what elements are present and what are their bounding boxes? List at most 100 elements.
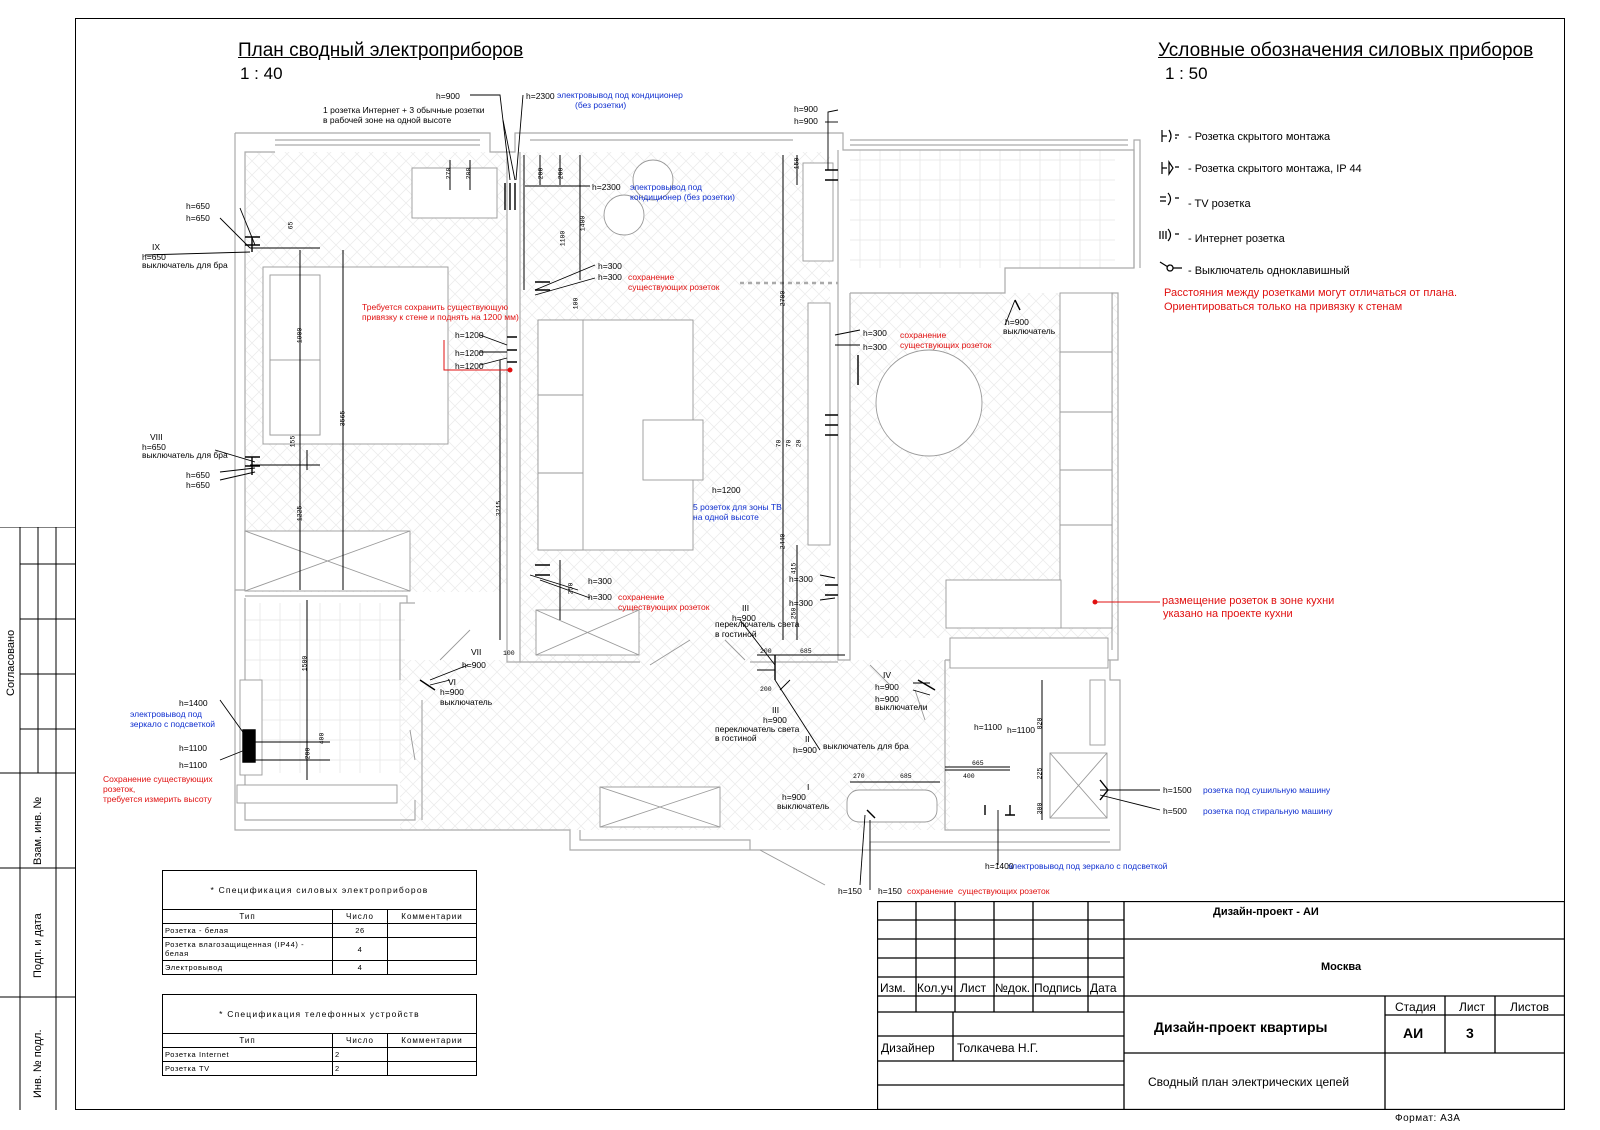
- spec-power-count: 4: [332, 937, 388, 961]
- annotation-h650-d: h=650: [186, 480, 210, 490]
- legend-item-3: - Интернет розетка: [1188, 233, 1285, 245]
- annotation-h1100-b: h=1100: [179, 760, 207, 770]
- annotation-ix-h650: h=650: [142, 252, 166, 262]
- dim-label: 200: [304, 747, 312, 760]
- table-row: Розетка влагозащищенная (IP44) - белая 4: [162, 937, 477, 961]
- legend-item-1: - Розетка скрытого монтажа, IP 44: [1188, 163, 1362, 175]
- spec-power-count: 4: [332, 960, 388, 975]
- dim-label: 400: [963, 773, 975, 780]
- document-title: Дизайн-проект квартиры: [1154, 1019, 1328, 1035]
- ac-unit: [603, 194, 645, 236]
- annotation-washer: розетка под стиральную машину: [1203, 806, 1333, 816]
- bathtub: [846, 789, 938, 823]
- spec-phone-count: 2: [332, 1047, 388, 1062]
- spec-phone-header-type: Тип: [162, 1033, 333, 1048]
- legend-title: Условные обозначения силовых приборов: [1158, 40, 1534, 61]
- dim-label: 150: [793, 157, 801, 170]
- annotation-ii: II: [805, 734, 810, 744]
- dim-label: 820: [1036, 717, 1044, 730]
- dim-label: 1400: [579, 215, 587, 232]
- annotation-h1200-a: h=1200: [455, 330, 484, 340]
- legend-icons: [1159, 129, 1182, 272]
- doors: [409, 629, 926, 886]
- annotation-light-3: переключатель света: [715, 724, 800, 734]
- annotation-h1500: h=1500: [1163, 785, 1192, 795]
- annotation-iii-b: III: [772, 705, 780, 715]
- legend-item-2: - TV розетка: [1188, 198, 1251, 210]
- dim-label: 20: [795, 439, 803, 448]
- side-strip: Согласовано Взам. инв. № Подп. и дата Ин…: [0, 527, 75, 1110]
- kitchen-counter: [1059, 292, 1113, 629]
- furniture: [236, 159, 1113, 828]
- annotation-h900-k: h=900: [462, 660, 486, 670]
- designer-name: Толкачева Н.Г.: [957, 1041, 1039, 1055]
- tv-stand: [807, 302, 831, 546]
- annotation-h900-j: h=900: [875, 694, 899, 704]
- stamp-col-sign: Подпись: [1034, 981, 1082, 995]
- annotation-require-1: Требуется сохранить существующую: [362, 302, 509, 312]
- table-row: Розетка - белая 26: [162, 923, 477, 938]
- annotation-h650-b: h=650: [186, 213, 210, 223]
- spec-power-header-type: Тип: [162, 909, 333, 924]
- dim-label: 270: [445, 167, 453, 180]
- spec-power-table: * Спецификация силовых электроприборов Т…: [162, 870, 477, 975]
- spec-phone-count: 2: [332, 1061, 388, 1076]
- annotation-h1200-b: h=1200: [455, 348, 484, 358]
- annotation-tv-2: на одной высоте: [693, 512, 759, 522]
- stage-value: АИ: [1403, 1025, 1424, 1041]
- dim-label: 400: [318, 732, 326, 745]
- spec-power-header-comment: Комментарии: [387, 909, 477, 924]
- annotation-ac-2: (без розетки): [575, 100, 627, 110]
- dimension-lines: [245, 155, 1043, 820]
- annotation-h2300: h=2300: [526, 91, 555, 101]
- annotation-i: I: [807, 782, 810, 792]
- annotation-h900-d: h=900: [1005, 317, 1029, 327]
- project-title: Дизайн-проект - АИ: [1213, 906, 1319, 918]
- annotation-h500: h=500: [1163, 806, 1187, 816]
- legend-item-4: - Выключатель одноклавишный: [1188, 265, 1350, 277]
- annotation-h300-g: h=300: [789, 574, 813, 584]
- red-leaders: [443, 340, 1160, 605]
- annotation-mirror-3: электровывод под зеркало с подсветкой: [1008, 861, 1168, 871]
- annotation-dryer: розетка под сушильную машину: [1203, 785, 1331, 795]
- annotation-keep-6: существующих розеток: [900, 340, 992, 350]
- dim-label: 3565: [339, 410, 347, 427]
- annotation-light-4: в гостиной: [715, 733, 757, 743]
- dim-label: 70: [775, 439, 783, 448]
- spec-power-type: Розетка влагозащищенная (IP44) - белая: [162, 937, 333, 961]
- annotation-viii-bra: выключатель для бра: [142, 450, 228, 460]
- dim-label: 200: [557, 167, 565, 180]
- dim-label: 65: [287, 221, 295, 230]
- annotation-viii: VIII: [150, 432, 163, 442]
- annotation-keep-2: существующих розеток: [628, 282, 720, 292]
- internet-socket-icon: [1159, 228, 1179, 242]
- spec-power-comment: [387, 923, 477, 938]
- table-row: Розетка TV 2: [162, 1061, 477, 1076]
- annotation-workzone-1: 1 розетка Интернет + 3 обычные розетки: [323, 105, 485, 115]
- socket-symbols: [242, 169, 1109, 819]
- legend-warning-2: Ориентироваться только на привязку к сте…: [1164, 301, 1403, 313]
- spec-phone-caption: * Спецификация телефонных устройств: [162, 994, 477, 1034]
- annotation-h1400-b: h=1400: [985, 861, 1014, 871]
- dim-label: 100: [572, 297, 580, 310]
- annotation-measure-2: розеток,: [103, 784, 136, 794]
- coffee-table: [642, 419, 704, 481]
- annotation-workzone-2: в рабочей зоне на одной высоте: [323, 115, 452, 125]
- dim-label: 685: [900, 773, 912, 780]
- annotation-vi: VI: [448, 677, 457, 687]
- annotation-ac-4: кондиционер (без розетки): [630, 192, 735, 202]
- annotation-ix-bra: выключатель для бра: [142, 260, 228, 270]
- leader-lines: [144, 94, 1161, 890]
- spec-phone-type: Розетка Internet: [162, 1047, 333, 1062]
- annotation-kitchen-1: размещение розеток в зоне кухни: [1162, 595, 1335, 607]
- annotation-h300-b: h=300: [598, 272, 622, 282]
- stamp-col-list: Лист: [960, 981, 987, 995]
- annotation-ac-3: электровывод под: [630, 182, 703, 192]
- annotation-mirror-2: зеркало с подсветкой: [130, 719, 216, 729]
- dim-label: 300: [1036, 802, 1044, 815]
- annotation-ix: IX: [152, 242, 161, 252]
- plan-title: План сводный электроприборов: [238, 40, 524, 61]
- annotation-h900-l: h=900: [440, 687, 464, 697]
- annotation-h300-e: h=300: [863, 328, 887, 338]
- dim-label: 665: [972, 760, 984, 767]
